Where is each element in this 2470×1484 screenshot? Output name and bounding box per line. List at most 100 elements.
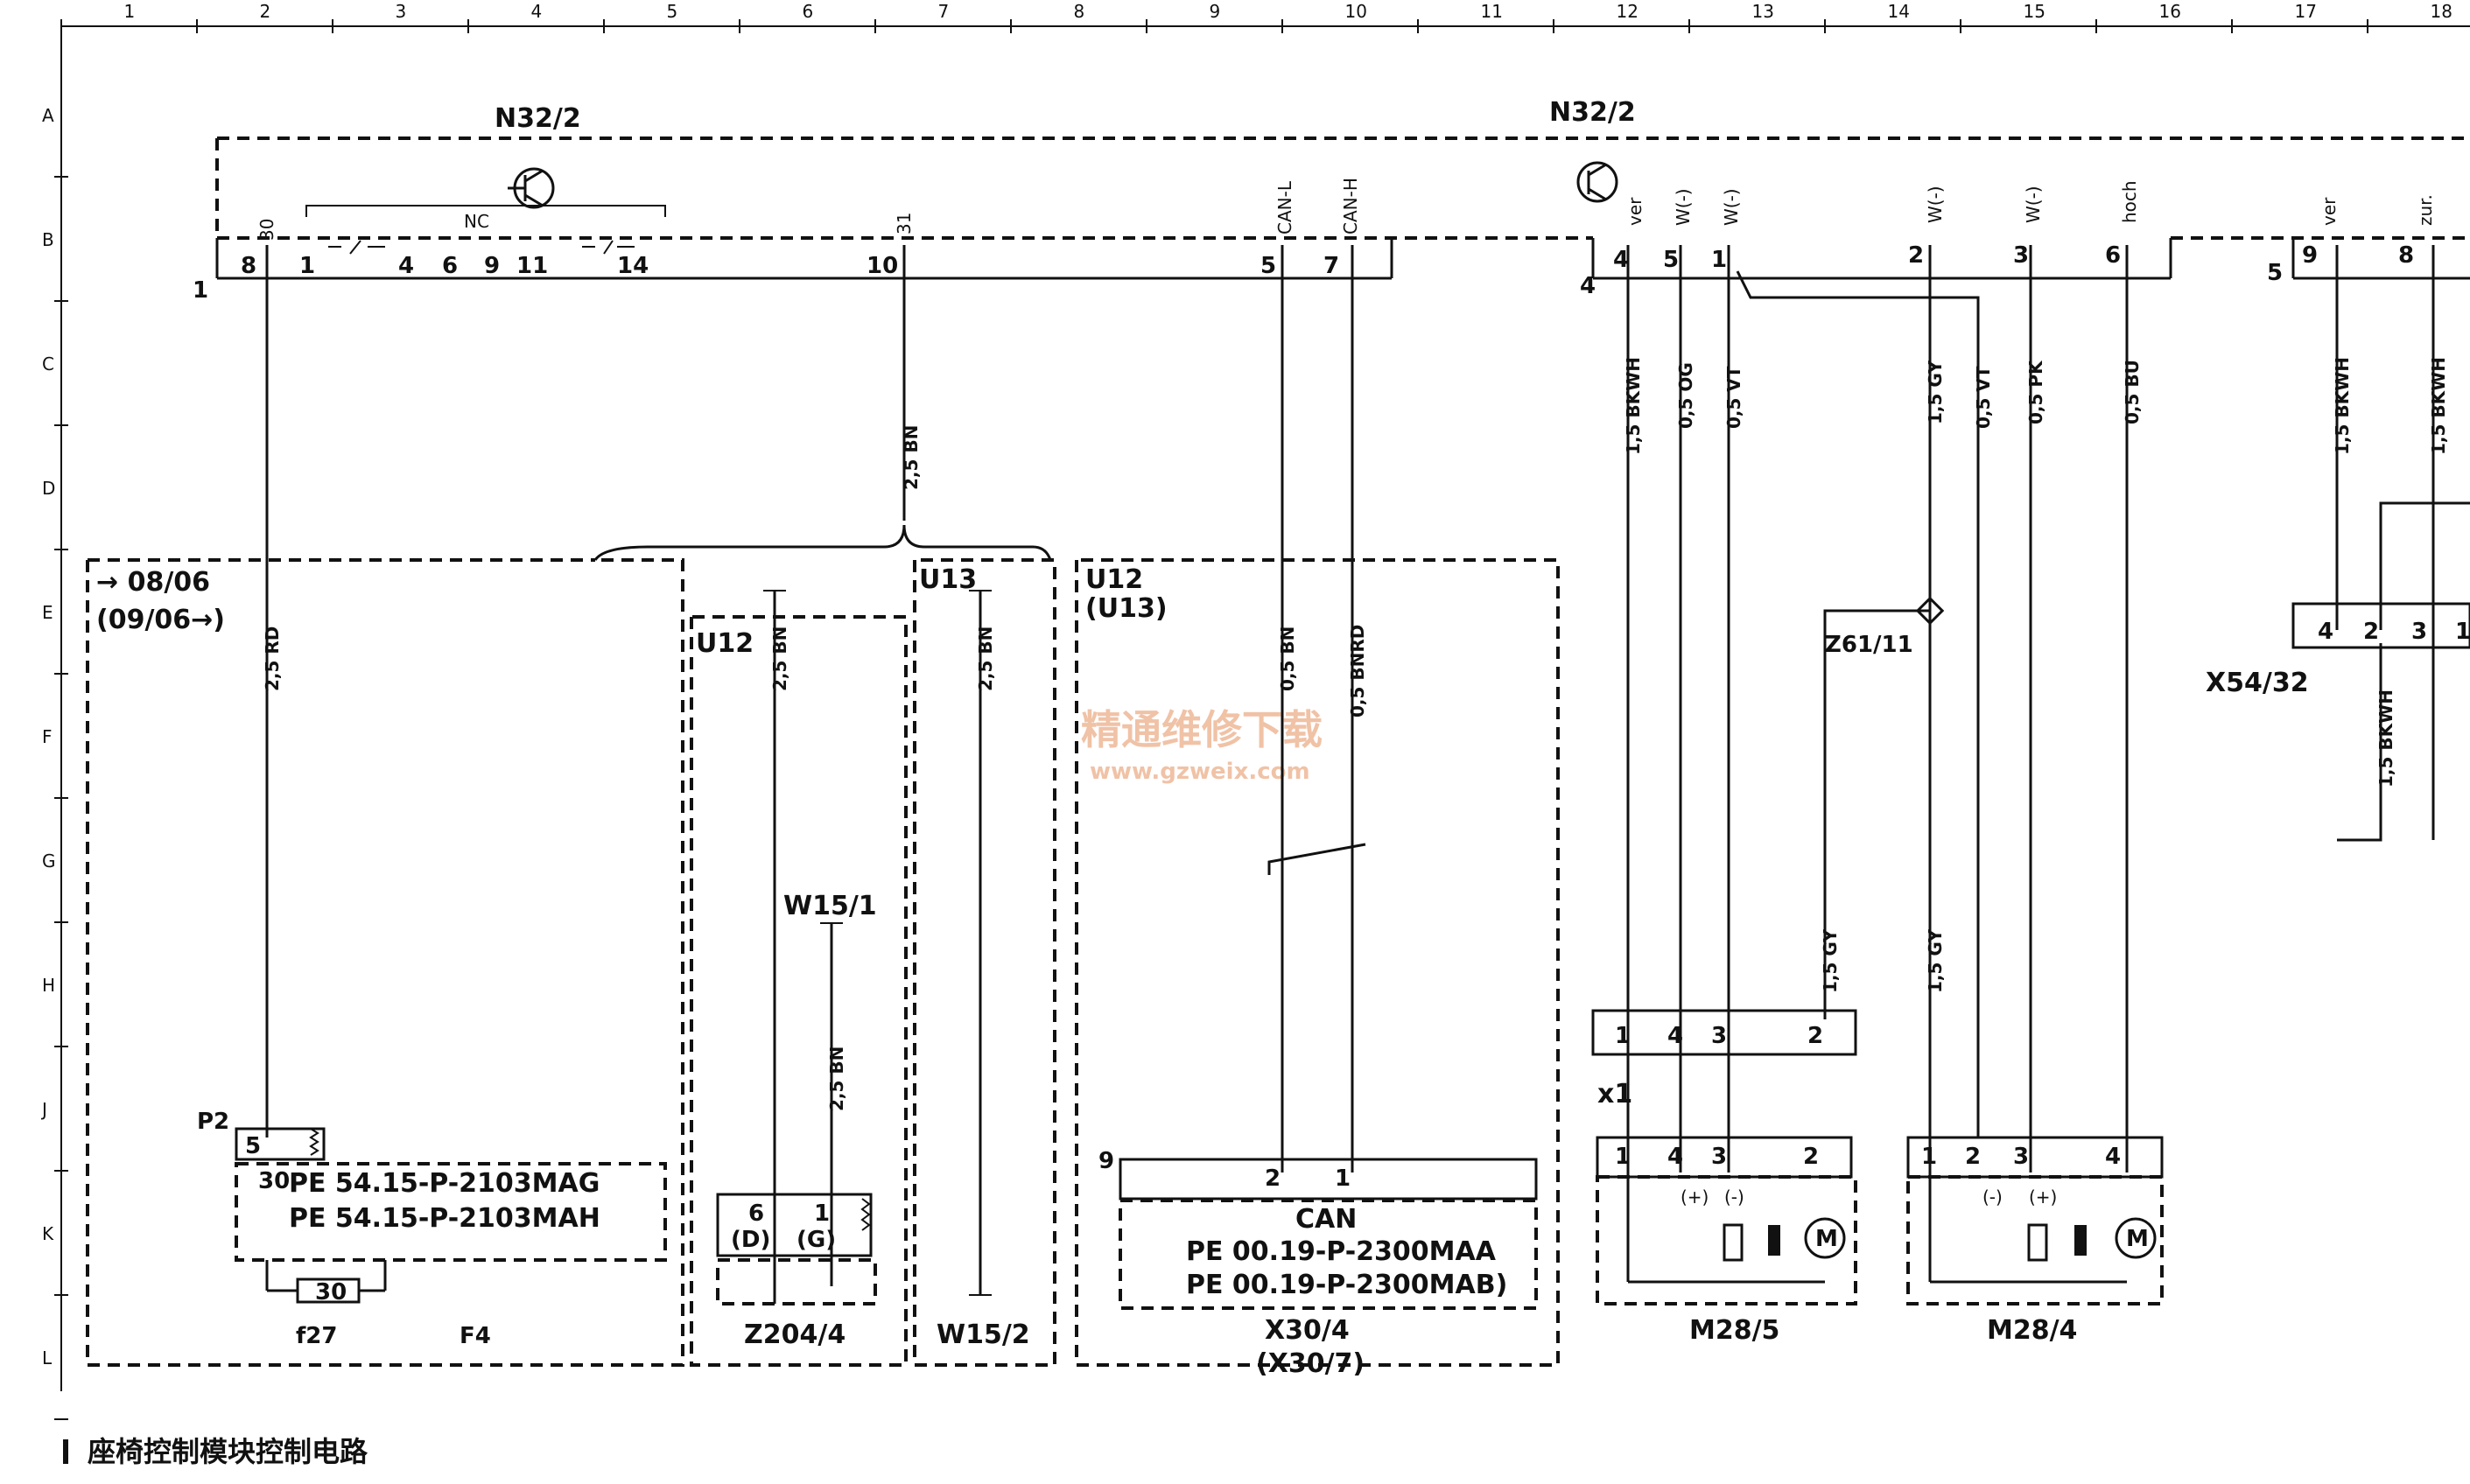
x5432-pin-3: 3 (2411, 619, 2427, 645)
u12-label: U12 (696, 628, 754, 659)
connector-x1: 1 4 3 2 x1 (1591, 1009, 1857, 1110)
module-n32-right: 4 4 5 1 2 3 6 ver W(-) W(-) W(-) W(-) ho… (1576, 161, 2172, 299)
pin-30-top: 30 (256, 219, 277, 241)
x5432-pin-1: 1 (2455, 619, 2470, 645)
x5432-pin-4: 4 (2318, 619, 2333, 645)
far-top-zur: zur. (2415, 194, 2436, 226)
right-pin-2: 2 (1908, 242, 1924, 269)
x5432-label: X54/32 (2206, 668, 2309, 698)
ruler-col-label: 6 (803, 1, 814, 22)
ruler-col-label: 16 (2159, 1, 2181, 22)
pe-00-mab: PE 00.19-P-2300MAB) (1186, 1270, 1507, 1300)
ruler-col-label: 18 (2431, 1, 2452, 22)
transistor-icon-right (1576, 161, 1618, 203)
motor-icon-m284 (2115, 1217, 2157, 1259)
wire-far2: 1,5 BKWH (2428, 357, 2449, 455)
wire-m6: 0,5 PK (2025, 360, 2046, 424)
p2-label: P2 (197, 1109, 229, 1135)
box-z204: U12 W15/1 6 1 (D) (G) Z204/4 (690, 615, 908, 1367)
wire-far3: 1,5 BKWH (2375, 690, 2396, 788)
can-l-top: CAN-L (1274, 180, 1295, 234)
ruler-col-label: 10 (1345, 1, 1367, 22)
ruler-col-label: 3 (396, 1, 407, 22)
pin-1: 1 (299, 253, 315, 279)
u13b-label: (U13) (1085, 593, 1168, 624)
m284-pin-4: 4 (2105, 1144, 2121, 1170)
wire-m8: 1,5 GY (1820, 929, 1841, 993)
right-pin-3: 3 (2013, 242, 2029, 269)
caption-bar (63, 1439, 68, 1464)
caption-text: 座椅控制模块控制电路 (88, 1435, 368, 1468)
pin-10: 10 (867, 253, 898, 279)
pin-8: 8 (241, 253, 256, 279)
z-pin-1: 1 (814, 1200, 830, 1227)
box-f4: → 08/06 (09/06→) P2 5 30 PE 54.15-P-2103… (86, 558, 684, 1367)
right-pin-5: 5 (1663, 247, 1679, 273)
connector-1-label: 1 (193, 277, 208, 304)
can-pin-1: 1 (1335, 1166, 1351, 1192)
right-top-w1: W(-) (1673, 188, 1694, 226)
x1-label: x1 (1597, 1079, 1632, 1110)
p2-pin-5: 5 (245, 1133, 261, 1159)
m284-label: M28/4 (1987, 1315, 2077, 1346)
ruler-col-label: 12 (1617, 1, 1638, 22)
w152-label: W15/2 (937, 1320, 1030, 1350)
wire-m1: 1,5 BKWH (1623, 357, 1644, 455)
splice-z61-icon (1915, 596, 1945, 626)
z204-label: Z204/4 (744, 1320, 846, 1350)
x307-label: (X30/7) (1256, 1348, 1365, 1379)
right-pin-4: 4 (1613, 247, 1629, 273)
wire-far1: 1,5 BKWH (2332, 357, 2353, 455)
ruler-row-label: L (42, 1348, 53, 1368)
can-pin-9: 9 (1098, 1148, 1114, 1174)
can-h-top: CAN-H (1340, 178, 1361, 234)
n32-left-label: N32/2 (495, 103, 581, 134)
ruler-col-label: 8 (1074, 1, 1085, 22)
w151-label: W15/1 (783, 891, 877, 921)
date-from-label: → 08/06 (96, 567, 210, 598)
ruler-col-label: 1 (124, 1, 136, 22)
ruler-col-label: 15 (2024, 1, 2045, 22)
motor-m28-4: 1 2 3 4 (-) (+) M M28/4 (1906, 1136, 2164, 1346)
ruler-col-label: 2 (260, 1, 271, 22)
m285-plus: (+) (1681, 1186, 1709, 1208)
ruler-col-label: 14 (1888, 1, 1910, 22)
ruler-row-label: G (42, 850, 56, 872)
wire-m9: 1,5 GY (1925, 929, 1946, 993)
u12b-label: U12 (1085, 564, 1143, 595)
m285-minus: (-) (1724, 1186, 1744, 1208)
ruler-row-label: H (42, 975, 55, 996)
pin-14: 14 (617, 253, 649, 279)
m284-pin-2: 2 (1965, 1144, 1981, 1170)
ruler-col-label: 11 (1481, 1, 1503, 22)
right-top-w4: W(-) (2023, 186, 2044, 223)
pin-9: 9 (484, 253, 500, 279)
switch-symbols (328, 240, 635, 255)
pe-54-mag: PE 54.15-P-2103MAG (289, 1168, 600, 1199)
ruler-row-label: F (42, 726, 53, 747)
ruler-col-label: 13 (1752, 1, 1774, 22)
u13-label: U13 (919, 564, 977, 595)
module-far-right: 5 9 8 ver zur. (2267, 194, 2470, 286)
right-top-w2: W(-) (1721, 188, 1742, 226)
f27-label: f27 (296, 1323, 338, 1349)
pin-5: 5 (1260, 253, 1276, 279)
connector-x5432: 4 2 3 1 X54/32 (2206, 602, 2470, 698)
connector-5-label: 5 (2267, 260, 2283, 286)
wire-w15-bn: 2,5 BN (826, 1046, 847, 1111)
fuse: 30 (265, 1260, 387, 1306)
right-top-ver: ver (1624, 197, 1645, 226)
pin-11: 11 (516, 253, 548, 279)
p2-pin-30: 30 (258, 1168, 290, 1194)
right-pin-6: 6 (2105, 242, 2121, 269)
motor-m28-5: 1 4 3 2 (+) (-) M M28/5 (1596, 1136, 1857, 1346)
date-to-label: (09/06→) (96, 605, 225, 635)
pin-4: 4 (398, 253, 414, 279)
far-pin-8: 8 (2398, 242, 2414, 269)
right-top-hoch: hoch (2119, 180, 2140, 223)
x5432-pin-2: 2 (2363, 619, 2379, 645)
m284-motor: M (2126, 1226, 2149, 1252)
wire-u12-bn: 2,5 BN (769, 626, 790, 691)
